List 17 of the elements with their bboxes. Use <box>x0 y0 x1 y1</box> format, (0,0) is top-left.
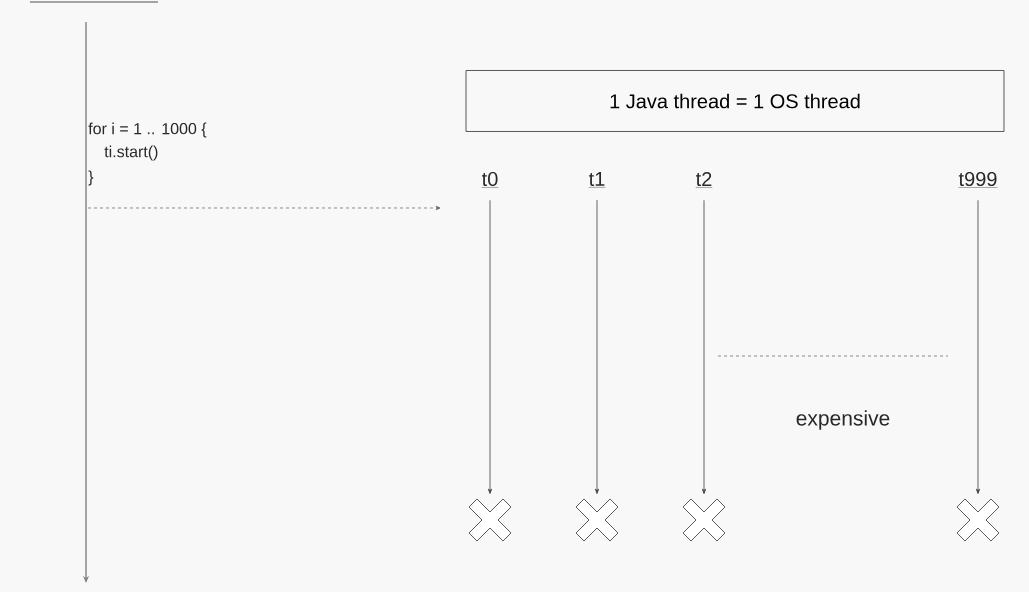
code-line: } <box>88 170 94 186</box>
title-box: 1 Java thread = 1 OS thread <box>465 70 1005 132</box>
arrow <box>976 199 980 494</box>
arrow <box>488 199 492 494</box>
cross-mark <box>682 498 726 542</box>
arrow <box>702 199 706 494</box>
thread-label: t999 <box>958 171 998 188</box>
cross-mark <box>575 498 619 542</box>
thread-label: t2 <box>695 171 713 188</box>
cross-mark <box>468 498 512 542</box>
cross-mark <box>956 498 1000 542</box>
code-line: ti.start() <box>104 145 158 161</box>
code-line: for i = 1 .. 1000 { <box>88 122 207 138</box>
thread-label: t0 <box>481 171 499 188</box>
thread-label: t1 <box>588 172 606 188</box>
arrow <box>595 199 599 494</box>
expensive-note: expensive <box>796 410 890 430</box>
